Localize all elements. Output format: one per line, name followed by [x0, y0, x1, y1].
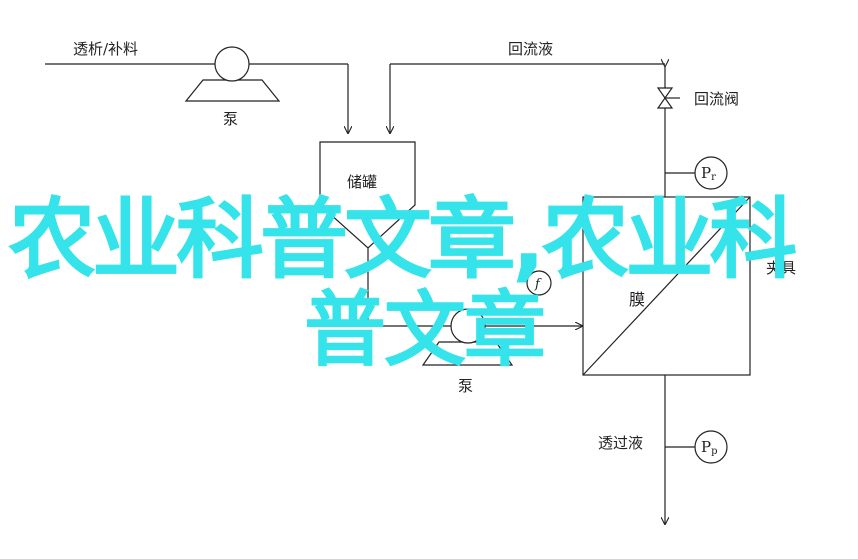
top-pump-label: 泵 — [223, 110, 238, 128]
reflux-valve-icon — [656, 87, 680, 109]
bottom-pump — [421, 308, 514, 366]
pressure-gauge-p-label: Pp — [701, 438, 718, 457]
flow-meter-icon — [526, 270, 552, 296]
storage-tank — [319, 141, 416, 249]
flow-meter-label: f — [534, 277, 542, 292]
feed-makeup-label: 透析/补料 — [73, 40, 138, 58]
membrane-label: 膜 — [629, 290, 645, 309]
pressure-gauge-p-icon — [694, 430, 728, 464]
top-pump — [184, 46, 281, 102]
membrane-module — [582, 196, 751, 376]
pressure-gauge-r-label: Pr — [701, 164, 716, 183]
reflux-liquid-label: 回流液 — [508, 40, 553, 58]
storage-tank-label: 储罐 — [347, 173, 377, 191]
bottom-pump-label: 泵 — [458, 377, 473, 395]
reflux-valve-label: 回流阀 — [694, 90, 739, 108]
permeate-label: 透过液 — [598, 434, 643, 452]
pressure-gauge-r-icon — [694, 156, 728, 190]
clamp-label: 夹具 — [766, 259, 796, 277]
